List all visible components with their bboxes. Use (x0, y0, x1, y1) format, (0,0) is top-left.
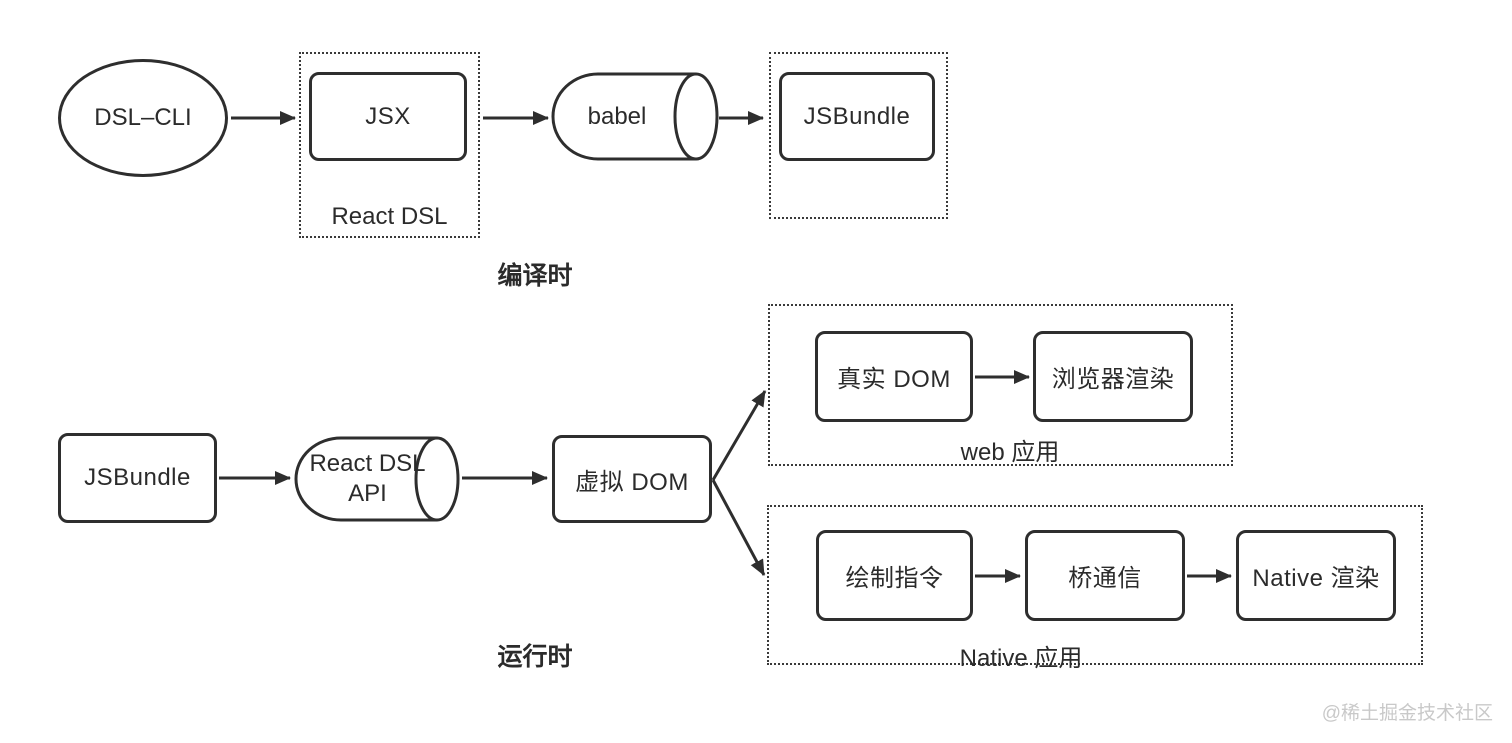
web-app-group (768, 304, 1233, 466)
react-dsl-group (299, 52, 480, 238)
node-native-render: Native 渲染 (1236, 530, 1396, 621)
node-react-dsl-api-label: React DSL API (296, 438, 439, 520)
react-dsl-api-line1: React DSL (309, 450, 426, 477)
node-bridge-comm: 桥通信 (1025, 530, 1185, 621)
node-browser-render: 浏览器渲染 (1033, 331, 1193, 422)
node-draw-commands: 绘制指令 (816, 530, 973, 621)
node-virtual-dom: 虚拟 DOM (552, 435, 712, 523)
node-jsx: JSX (309, 72, 467, 161)
node-jsbundle-compile: JSBundle (779, 72, 935, 161)
react-dsl-group-label: React DSL (331, 203, 448, 230)
react-dsl-api-line2: API (348, 480, 387, 507)
web-app-group-label: web 应用 (960, 439, 1060, 466)
compile-time-label: 编译时 (497, 262, 573, 290)
runtime-label: 运行时 (497, 643, 573, 671)
native-app-group (767, 505, 1423, 665)
node-jsbundle-runtime: JSBundle (58, 433, 217, 523)
arrow-virtualdom-to-web (711, 390, 767, 481)
node-babel-label: babel (587, 102, 647, 130)
native-app-group-label: Native 应用 (959, 645, 1083, 672)
node-dsl-cli: DSL–CLI (58, 59, 228, 177)
babel-cylinder-rim (673, 72, 719, 161)
node-real-dom: 真实 DOM (815, 331, 973, 422)
watermark-text: @稀土掘金技术社区 (1321, 703, 1493, 724)
arrow-virtualdom-to-native (711, 479, 766, 576)
jsbundle-group (769, 52, 948, 219)
babel-cylinder-body (551, 72, 696, 161)
react-dsl-api-cylinder-body (294, 436, 437, 522)
react-dsl-api-cylinder-rim (414, 436, 460, 522)
